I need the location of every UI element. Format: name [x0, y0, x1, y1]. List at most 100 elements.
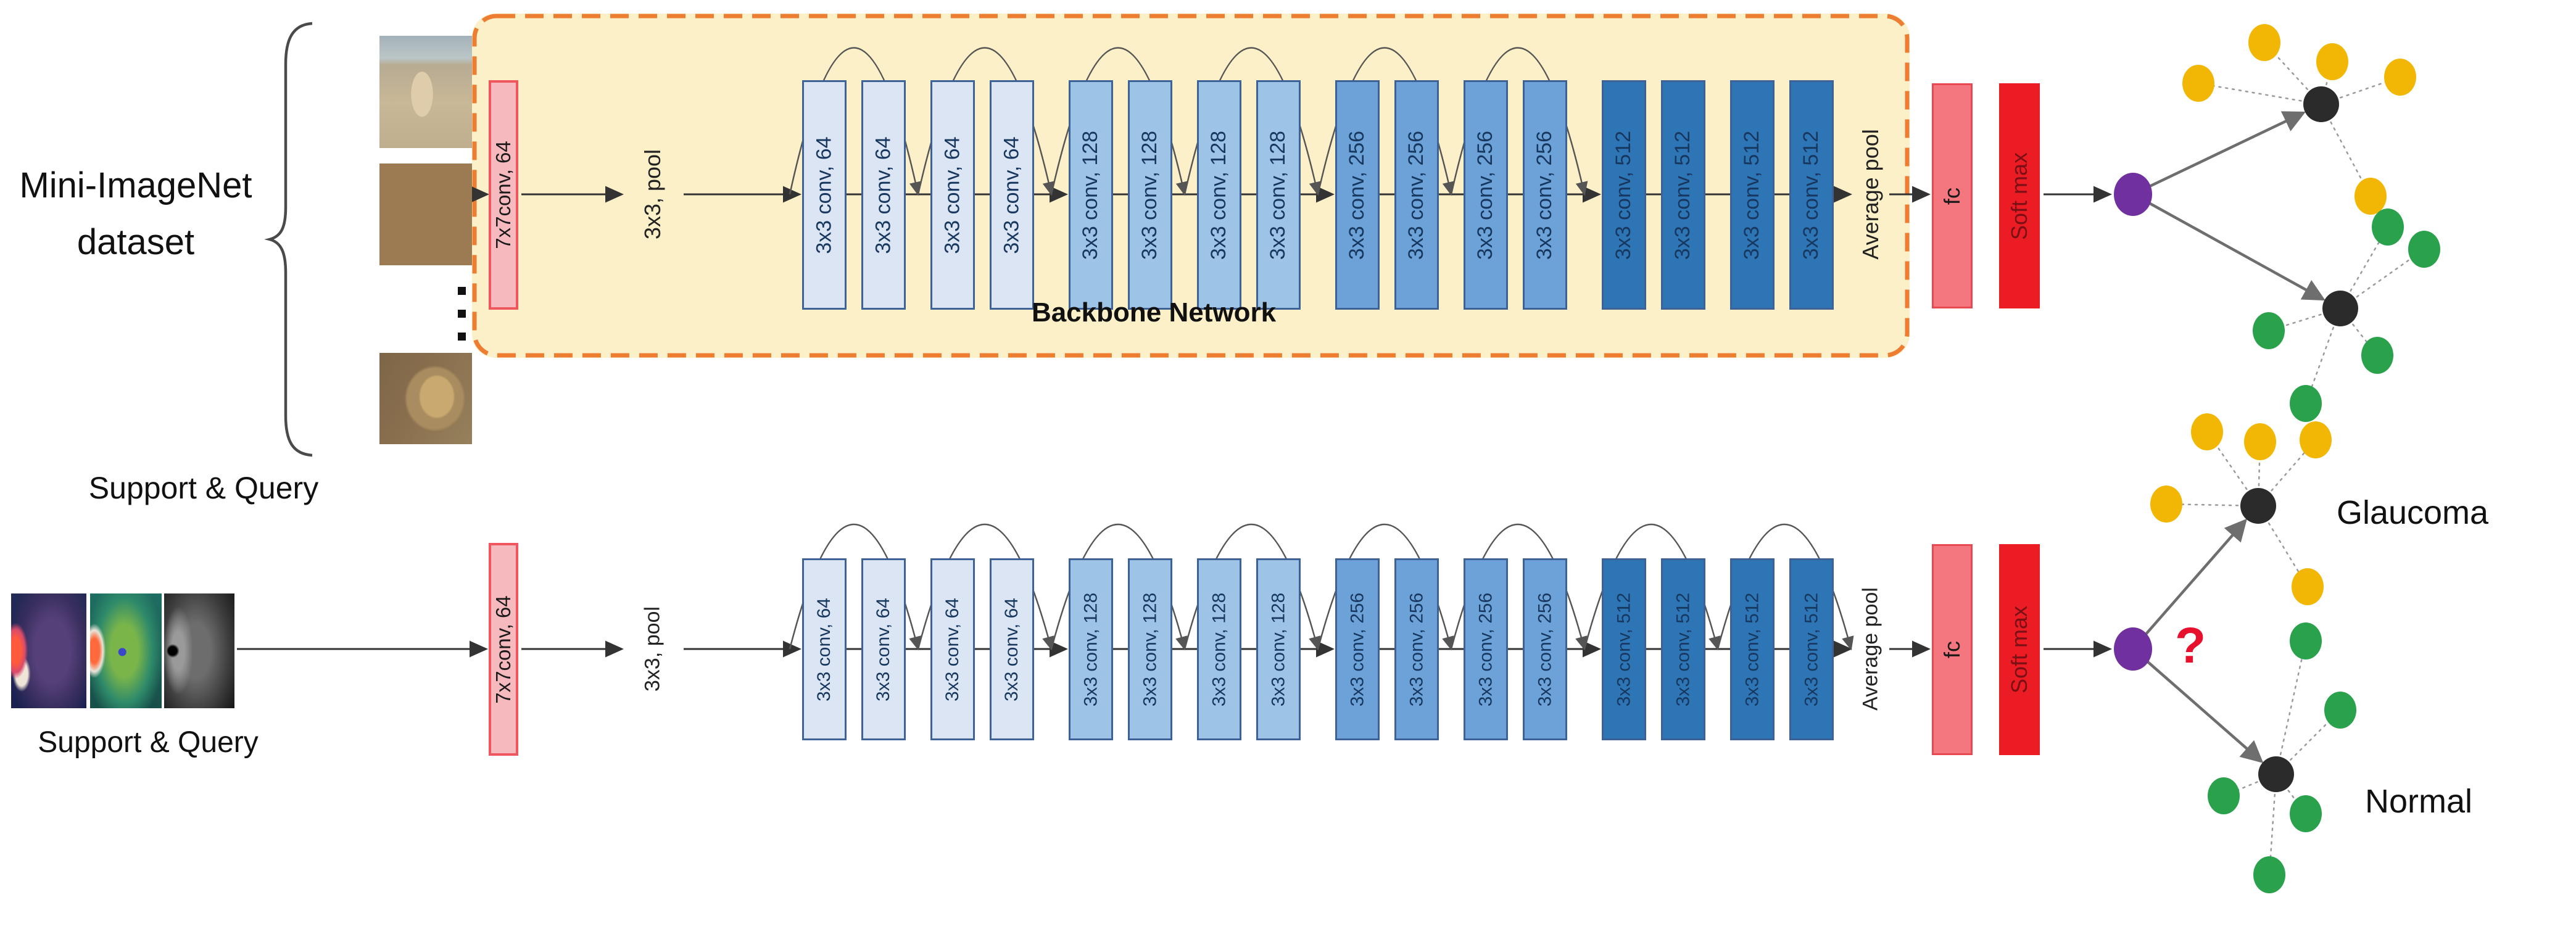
conv-block-label: 3x3 conv, 512: [1613, 592, 1634, 706]
conv-block-label: 3x3 conv, 256: [1475, 592, 1496, 706]
conv-block-label: 3x3 conv, 64: [871, 136, 895, 254]
retina-image-3: [164, 593, 234, 708]
conv-block-512: 3x3 conv, 512: [1661, 558, 1705, 740]
conv-block-label: 3x3 conv, 256: [1473, 130, 1497, 260]
conv-block-64: 3x3 conv, 64: [861, 558, 906, 740]
conv-block-label: 3x3 conv, 64: [812, 136, 836, 254]
conv-block-256: 3x3 conv, 256: [1464, 558, 1508, 740]
query-to-class-arrow: [2148, 202, 2325, 301]
stem-conv-block-top: 7x7conv, 64: [489, 80, 518, 310]
class-hub-node: [2303, 86, 2339, 122]
conv-block-256: 3x3 conv, 256: [1335, 558, 1380, 740]
conv-block-128: 3x3 conv, 128: [1197, 558, 1241, 740]
conv-block-256: 3x3 conv, 256: [1464, 80, 1508, 310]
support-node-green: [2408, 231, 2440, 268]
conv-block-128: 3x3 conv, 128: [1197, 80, 1241, 310]
class-hub-node: [2322, 291, 2358, 326]
dataset-title-line2: dataset: [77, 222, 195, 262]
softmax-label-bottom: Soft max: [2007, 605, 2032, 694]
support-edge: [2275, 640, 2307, 775]
backbone-dashed-border: [472, 14, 1910, 358]
conv-block-label: 3x3 conv, 512: [1740, 130, 1764, 260]
conv-block-label: 3x3 conv, 512: [1742, 592, 1763, 706]
conv-block-label: 3x3 conv, 128: [1079, 130, 1103, 260]
conv-block-256: 3x3 conv, 256: [1523, 80, 1567, 310]
question-mark: ?: [2175, 618, 2206, 674]
conv-block-label: 3x3 conv, 512: [1673, 592, 1694, 706]
support-edge: [2197, 82, 2322, 105]
support-node-green: [2253, 312, 2285, 349]
conv-block-64: 3x3 conv, 64: [990, 558, 1034, 740]
conv-block-label: 3x3 conv, 256: [1406, 592, 1427, 706]
support-node-yellow: [2244, 423, 2276, 460]
softmax-label-top: Soft max: [2007, 152, 2032, 240]
conv-block-label: 3x3 conv, 128: [1140, 592, 1161, 706]
conv-block-label: 3x3 conv, 256: [1533, 130, 1557, 260]
conv-block-label: 3x3 conv, 128: [1209, 592, 1230, 706]
fc-block-bottom: fc: [1932, 544, 1973, 755]
softmax-block-top: Soft max: [1999, 83, 2040, 308]
support-node-yellow: [2150, 486, 2182, 523]
conv-block-label: 3x3 conv, 128: [1138, 130, 1162, 260]
dataset-brace: [264, 22, 313, 457]
conv-block-label: 3x3 conv, 256: [1404, 130, 1428, 260]
dataset-title: Mini-ImageNet dataset: [0, 157, 271, 271]
sample-photo-animal: [379, 163, 472, 265]
fc-block-top: fc: [1932, 83, 1973, 308]
conv-block-256: 3x3 conv, 256: [1523, 558, 1567, 740]
softmax-block-bottom: Soft max: [1999, 544, 2040, 755]
conv-block-label: 3x3 conv, 256: [1347, 592, 1368, 706]
conv-block-label: 3x3 conv, 64: [942, 597, 963, 701]
conv-block-512: 3x3 conv, 512: [1602, 80, 1646, 310]
conv-block-label: 3x3 conv, 128: [1268, 592, 1289, 706]
conv-block-128: 3x3 conv, 128: [1128, 558, 1172, 740]
conv-block-label: 3x3 conv, 512: [1612, 130, 1636, 260]
conv-block-label: 3x3 conv, 512: [1671, 130, 1695, 260]
conv-block-label: 3x3 conv, 512: [1799, 130, 1823, 260]
normal-label: Normal: [2364, 783, 2473, 820]
conv-block-label: 3x3 conv, 256: [1345, 130, 1369, 260]
conv-block-64: 3x3 conv, 64: [930, 80, 975, 310]
ellipsis-dot: [458, 287, 466, 295]
conv-block-512: 3x3 conv, 512: [1602, 558, 1646, 740]
support-node-green: [2324, 692, 2356, 729]
support-node-green: [2372, 209, 2404, 246]
support-node-green: [2253, 856, 2285, 893]
avg-pool-label-bottom: Average pool: [1858, 587, 1882, 711]
support-node-yellow: [2300, 421, 2332, 458]
conv-block-512: 3x3 conv, 512: [1661, 80, 1705, 310]
support-node-green: [2290, 622, 2322, 659]
support-node-green: [2290, 385, 2322, 422]
retina-image-2: [90, 593, 162, 708]
support-node-yellow: [2354, 178, 2387, 215]
conv-block-64: 3x3 conv, 64: [802, 558, 847, 740]
conv-block-label: 3x3 conv, 512: [1801, 592, 1822, 706]
conv-block-256: 3x3 conv, 256: [1394, 80, 1439, 310]
glaucoma-label: Glaucoma: [2336, 494, 2489, 531]
conv-block-label: 3x3 conv, 128: [1207, 130, 1231, 260]
support-node-green: [2208, 777, 2240, 814]
support-node-yellow: [2316, 43, 2348, 80]
conv-block-128: 3x3 conv, 128: [1128, 80, 1172, 310]
conv-block-label: 3x3 conv, 128: [1266, 130, 1290, 260]
query-to-class-arrow: [2149, 111, 2306, 188]
conv-block-256: 3x3 conv, 256: [1394, 558, 1439, 740]
conv-block-label: 3x3 conv, 128: [1080, 592, 1101, 706]
support-query-label-top: Support & Query: [88, 471, 319, 505]
conv-block-label: 3x3 conv, 64: [1000, 136, 1024, 254]
stem-conv-block-bottom: 7x7conv, 64: [489, 543, 518, 756]
sample-photo-lion: [379, 353, 472, 444]
fc-label-top: fc: [1939, 187, 1965, 205]
query-embedding-node: [2114, 173, 2152, 216]
pool-label-bottom: 3x3, pool: [640, 606, 665, 692]
support-node-yellow: [2248, 24, 2280, 61]
class-hub-node: [2240, 488, 2276, 524]
support-node-yellow: [2191, 413, 2223, 450]
conv-block-128: 3x3 conv, 128: [1256, 558, 1301, 740]
class-hub-node: [2258, 756, 2294, 792]
query-to-class-arrow: [2144, 518, 2247, 636]
conv-block-128: 3x3 conv, 128: [1069, 80, 1113, 310]
retina-image-1: [11, 593, 86, 708]
ellipsis-dot: [458, 333, 466, 341]
